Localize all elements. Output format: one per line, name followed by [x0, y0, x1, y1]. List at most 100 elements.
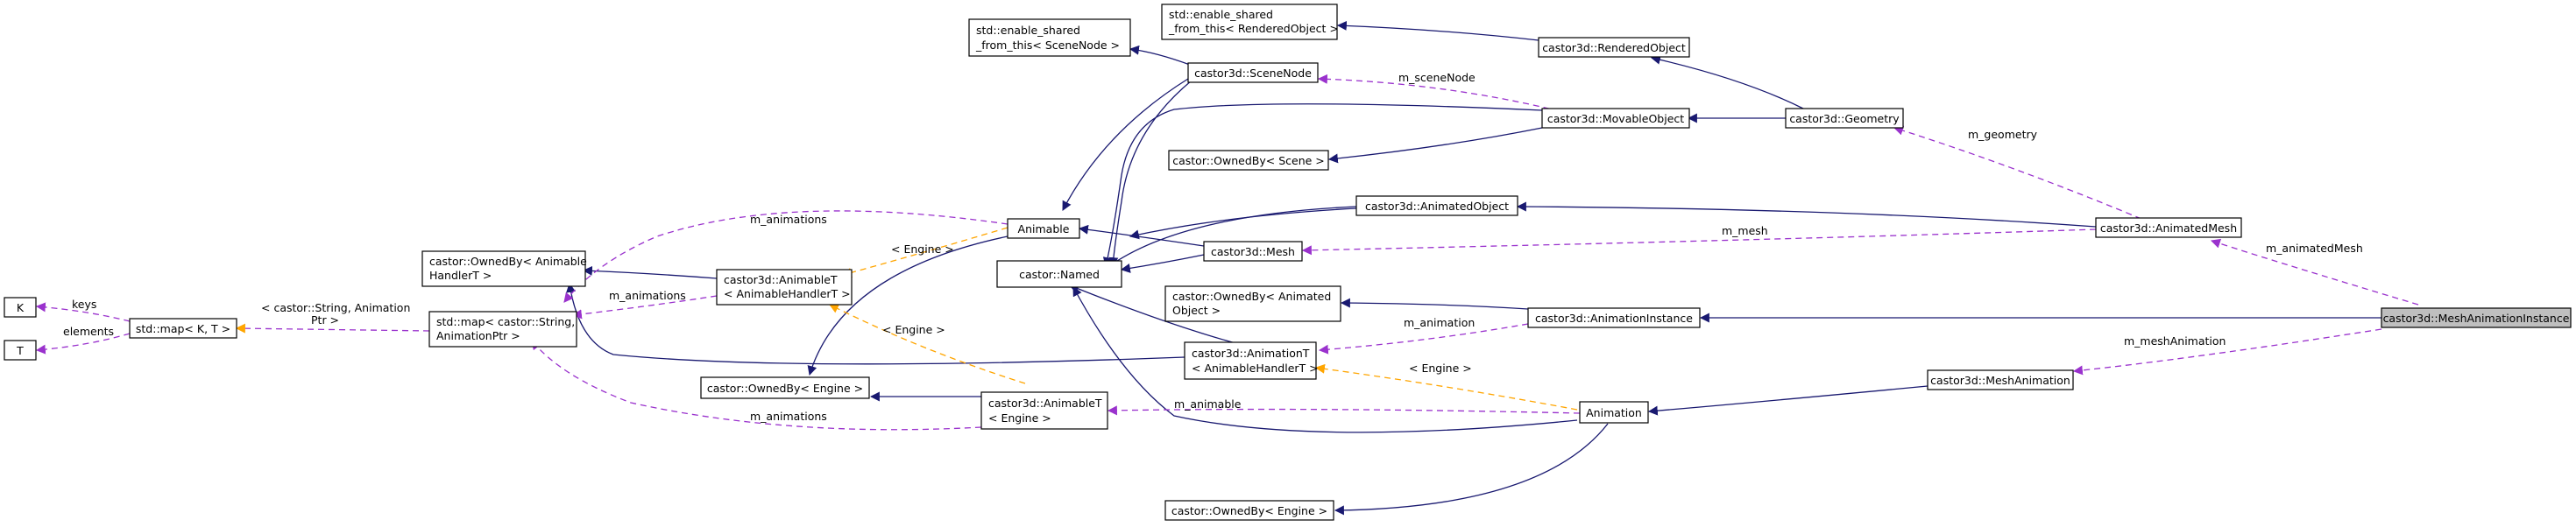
- label-m-geometry: m_geometry: [1968, 128, 2038, 141]
- edge-mesh-to-animable: [1078, 224, 1205, 247]
- svg-text:std::map< K, T >: std::map< K, T >: [136, 322, 230, 335]
- edge-animated-mesh-to-animated-object: [1516, 201, 2097, 228]
- edge-scene-node-to-animable: [1062, 78, 1189, 211]
- edge-mesh-to-named: [1120, 254, 1205, 273]
- node-animated-object[interactable]: castor3d::AnimatedObject: [1355, 195, 1518, 216]
- node-animation-instance[interactable]: castor3d::AnimationInstance: [1527, 307, 1701, 328]
- node-owned-by-animable-handler[interactable]: castor::OwnedBy< Animable HandlerT >: [421, 250, 587, 287]
- svg-text:HandlerT >: HandlerT >: [429, 269, 492, 282]
- svg-text:castor3d::MeshAnimationInstanc: castor3d::MeshAnimationInstance: [2383, 312, 2570, 325]
- svg-text:castor3d::Mesh: castor3d::Mesh: [1211, 245, 1295, 258]
- node-owned-by-animated-object[interactable]: castor::OwnedBy< Animated Object >: [1164, 285, 1341, 322]
- svg-text:castor::OwnedBy< Animated: castor::OwnedBy< Animated: [1172, 290, 1331, 303]
- node-mesh-animation-instance[interactable]: castor3d::MeshAnimationInstance: [2381, 307, 2572, 328]
- label-m-mesh: m_mesh: [1722, 224, 1768, 237]
- label-engine-3: < Engine >: [1409, 362, 1472, 375]
- svg-text:castor3d::Geometry: castor3d::Geometry: [1789, 112, 1900, 125]
- edge-map-to-animable: [563, 210, 1008, 303]
- node-named[interactable]: castor::Named: [996, 260, 1122, 288]
- label-elements: elements: [63, 325, 114, 338]
- svg-text:_from_this< RenderedObject >: _from_this< RenderedObject >: [1168, 22, 1339, 35]
- edge-geometry-to-rendered-object: [1650, 54, 1804, 109]
- node-map-k-t[interactable]: std::map< K, T >: [129, 318, 237, 339]
- svg-text:castor3d::RenderedObject: castor3d::RenderedObject: [1542, 41, 1686, 54]
- label-m-mesh-animation: m_meshAnimation: [2124, 334, 2226, 348]
- label-keys: keys: [72, 298, 96, 311]
- node-geometry[interactable]: castor3d::Geometry: [1785, 108, 1904, 129]
- label-string-animation-1: < castor::String, Animation: [261, 301, 410, 314]
- edge-animation-instance-to-owned-by-animated-object: [1340, 298, 1529, 310]
- edge-scene-node-to-movable-object: [1317, 74, 1560, 112]
- node-animable[interactable]: Animable: [1007, 218, 1080, 239]
- svg-text:castor::Named: castor::Named: [1019, 268, 1100, 281]
- node-animation-t-handler[interactable]: castor3d::AnimationT < AnimableHandlerT …: [1184, 341, 1319, 380]
- label-m-animations-3: m_animations: [750, 410, 827, 423]
- svg-text:< Engine >: < Engine >: [988, 411, 1051, 425]
- label-m-animable: m_animable: [1174, 397, 1242, 411]
- svg-text:std::enable_shared: std::enable_shared: [1169, 8, 1273, 21]
- svg-text:castor3d::MovableObject: castor3d::MovableObject: [1547, 112, 1684, 125]
- node-animated-mesh[interactable]: castor3d::AnimatedMesh: [2095, 217, 2242, 238]
- edge-scene-node-to-named: [1108, 80, 1192, 268]
- svg-text:castor::OwnedBy< Animable: castor::OwnedBy< Animable: [429, 255, 587, 268]
- edge-map-to-map-k-t: [235, 323, 430, 334]
- edge-animation-t-to-animation-instance: [1318, 323, 1529, 355]
- svg-text:castor3d::AnimatedObject: castor3d::AnimatedObject: [1365, 200, 1509, 213]
- node-animation[interactable]: Animation: [1579, 401, 1649, 424]
- edge-animable-t-handler-to-animable: [841, 227, 1008, 278]
- node-owned-by-engine[interactable]: castor::OwnedBy< Engine >: [700, 376, 870, 399]
- svg-text:_from_this< SceneNode >: _from_this< SceneNode >: [975, 39, 1120, 52]
- node-mesh-animation[interactable]: castor3d::MeshAnimation: [1927, 369, 2074, 390]
- svg-text:castor3d::SceneNode: castor3d::SceneNode: [1194, 67, 1312, 80]
- svg-text:Object >: Object >: [1172, 304, 1221, 317]
- node-animable-t-engine[interactable]: castor3d::AnimableT < Engine >: [980, 391, 1108, 430]
- node-mesh[interactable]: castor3d::Mesh: [1203, 241, 1303, 262]
- node-enable-shared-scene-node[interactable]: std::enable_shared _from_this< SceneNode…: [968, 18, 1131, 57]
- edge-map-k-t-to-t: [35, 333, 131, 355]
- svg-text:castor3d::MeshAnimation: castor3d::MeshAnimation: [1930, 374, 2070, 387]
- node-owned-by-scene[interactable]: castor::OwnedBy< Scene >: [1168, 150, 1329, 171]
- label-engine-2: < Engine >: [882, 323, 945, 336]
- node-map-string-animation[interactable]: std::map< castor::String, AnimationPtr >: [428, 311, 577, 348]
- edge-mesh-animation-to-animation: [1647, 385, 1928, 416]
- svg-text:castor3d::AnimableT: castor3d::AnimableT: [988, 397, 1102, 410]
- edge-animated-object-to-animable: [1129, 207, 1357, 240]
- label-string-animation-2: Ptr >: [311, 313, 339, 327]
- node-rendered-object[interactable]: castor3d::RenderedObject: [1538, 37, 1690, 58]
- node-t[interactable]: T: [4, 340, 37, 361]
- label-engine-1: < Engine >: [891, 242, 954, 256]
- node-owned-by-engine-bottom[interactable]: castor::OwnedBy< Engine >: [1164, 500, 1334, 521]
- svg-text:std::map< castor::String,: std::map< castor::String,: [436, 315, 575, 328]
- edge-animation-t-to-owned-by-animable-handler: [566, 282, 1185, 365]
- svg-text:castor::OwnedBy< Engine >: castor::OwnedBy< Engine >: [707, 382, 863, 395]
- node-k[interactable]: K: [4, 297, 37, 318]
- svg-text:castor::OwnedBy< Scene >: castor::OwnedBy< Scene >: [1172, 154, 1325, 167]
- edge-animable-t-handler-to-animable-t-engine: [829, 304, 1026, 384]
- edge-animated-object-to-named: [1108, 206, 1357, 267]
- edge-animable-to-owned-by-engine: [807, 235, 1008, 376]
- svg-text:T: T: [16, 344, 24, 357]
- svg-text:std::enable_shared: std::enable_shared: [976, 24, 1080, 37]
- node-animable-t-handler[interactable]: castor3d::AnimableT < AnimableHandlerT >: [716, 269, 853, 306]
- label-m-animations-1: m_animations: [750, 213, 827, 226]
- label-m-animations-2: m_animations: [609, 289, 686, 302]
- edge-geometry-to-animated-mesh: [1893, 125, 2142, 220]
- edge-scene-node-to-enable-shared: [1129, 45, 1191, 66]
- svg-text:Animable: Animable: [1018, 222, 1070, 235]
- edge-map-to-animable-t-handler: [571, 295, 718, 320]
- edge-map-to-animable-t-engine: [531, 340, 982, 431]
- edge-animable-t-handler-to-owned-by-animable-handler: [582, 265, 718, 279]
- edge-animation-t-to-named: [1068, 284, 1236, 344]
- svg-text:< AnimableHandlerT >: < AnimableHandlerT >: [1192, 362, 1319, 375]
- edge-animation-to-named: [1072, 286, 1578, 433]
- edge-animable-t-engine-to-animation: [1107, 405, 1581, 416]
- edge-mesh-to-animated-mesh: [1301, 228, 2097, 256]
- label-m-scene-node: m_sceneNode: [1398, 71, 1476, 84]
- svg-text:< AnimableHandlerT >: < AnimableHandlerT >: [724, 287, 851, 300]
- edge-map-k-t-to-k: [35, 302, 131, 322]
- node-scene-node[interactable]: castor3d::SceneNode: [1187, 62, 1319, 83]
- node-movable-object[interactable]: castor3d::MovableObject: [1541, 108, 1690, 129]
- node-enable-shared-rendered-object[interactable]: std::enable_shared _from_this< RenderedO…: [1161, 4, 1339, 40]
- nodes: castor3d::MeshAnimationInstance castor3d…: [4, 4, 2572, 521]
- svg-text:castor3d::AnimationT: castor3d::AnimationT: [1192, 347, 1310, 360]
